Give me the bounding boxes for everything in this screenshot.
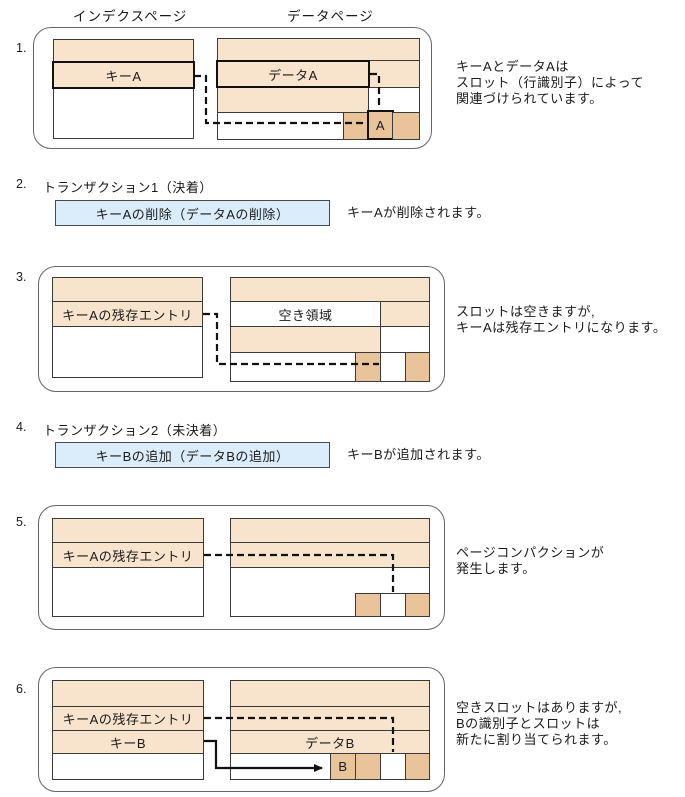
step-5-slot-1 — [355, 593, 381, 617]
step-6-note-line-3: 新たに割り当てられます。 — [456, 732, 617, 747]
step-1-note: キーAとデータAは スロット（行識別子）によって 関連づけられています。 — [456, 59, 644, 107]
step-1-data-row3 — [217, 86, 369, 113]
step-3-data-row3 — [230, 326, 381, 353]
step-4-transaction-box: キーBの追加（データBの追加） — [55, 442, 330, 468]
step-1-number: 1. — [16, 41, 27, 55]
step-5-note: ページコンパクションが 発生します。 — [456, 545, 604, 577]
step-4-title: トランザクション2（未決着） — [43, 423, 227, 438]
step-5-index-header-row — [52, 518, 204, 543]
step-2-transaction-box: キーAの削除（データAの削除） — [55, 200, 330, 226]
step-5-container — [38, 505, 445, 630]
step-3-index-header-row — [52, 277, 203, 302]
step-4-number: 4. — [16, 420, 27, 434]
step-3-residual-entry: キーAの残存エントリ — [52, 301, 203, 327]
step-1-note-line-1: キーAとデータAは — [456, 59, 569, 74]
step-5-number: 5. — [16, 515, 27, 529]
step-6-container — [38, 667, 445, 792]
step-5-data-header-row — [230, 518, 430, 543]
step-5-note-line-1: ページコンパクションが — [456, 545, 605, 560]
step-3-data-row2-right — [380, 301, 430, 327]
step-5-note-line-2: 発生します。 — [456, 561, 536, 576]
step-1-data-row2-right — [368, 60, 420, 88]
step-6-note: 空きスロットはありますが, Bの識別子とスロットは 新たに割り当てられます。 — [456, 700, 622, 748]
step-2-note: キーAが削除されます。 — [347, 205, 490, 220]
step-3-note-line-1: スロットは空きますが, — [456, 304, 596, 319]
step-6-residual-entry: キーAの残存エントリ — [52, 706, 204, 731]
step-6-slot-b: B — [330, 753, 356, 780]
step-2-title: トランザクション1（決着） — [43, 180, 213, 195]
step-5-data-row2 — [230, 542, 430, 568]
step-1-index-header-row — [53, 39, 194, 63]
step-6-number: 6. — [16, 682, 27, 696]
index-page-header: インデクスページ — [73, 9, 188, 24]
step-6-data-header-row — [230, 680, 430, 707]
step-4-note: キーBが追加されます。 — [347, 447, 490, 462]
step-3-data-header-row — [230, 277, 430, 302]
step-1-container — [33, 27, 432, 149]
step-1-data-a-record: データA — [216, 60, 370, 88]
step-3-slot-3 — [405, 352, 430, 382]
step-6-slot-free — [380, 753, 406, 780]
step-6-note-line-2: Bの識別子とスロットは — [456, 716, 601, 731]
step-3-note-line-2: キーAは残存エントリになります。 — [456, 320, 667, 335]
step-1-data-header-row — [217, 38, 420, 62]
step-1-slot-3 — [392, 112, 420, 140]
step-1-note-line-2: スロット（行識別子）によって — [456, 75, 644, 90]
step-6-index-header-row — [52, 680, 204, 707]
step-5-slot-3 — [405, 593, 430, 617]
step-6-note-line-1: 空きスロットはありますが, — [456, 700, 623, 715]
step-1-slot-1 — [343, 112, 369, 140]
step-1-note-line-3: 関連づけられています。 — [456, 91, 603, 106]
step-3-note: スロットは空きますが, キーAは残存エントリになります。 — [456, 304, 666, 336]
step-1-key-a-entry: キーA — [52, 61, 195, 89]
step-3-number: 3. — [16, 270, 27, 284]
step-3-container — [38, 266, 445, 392]
step-3-free-area: 空き領域 — [230, 301, 381, 327]
step-6-slot-4 — [405, 753, 430, 780]
step-2-number: 2. — [16, 177, 27, 191]
step-6-slot-2 — [355, 753, 381, 780]
step-5-residual-entry: キーAの残存エントリ — [52, 542, 204, 568]
step-6-key-b-entry: キーB — [52, 730, 204, 754]
step-1-slot-a: A — [367, 110, 394, 140]
data-page-header: データページ — [287, 9, 374, 24]
step-5-slot-free — [380, 593, 406, 617]
step-6-data-b-record: データB — [230, 730, 430, 754]
step-6-data-row2 — [230, 706, 430, 731]
step-3-slot-1 — [355, 352, 381, 382]
step-3-slot-free — [380, 352, 406, 382]
